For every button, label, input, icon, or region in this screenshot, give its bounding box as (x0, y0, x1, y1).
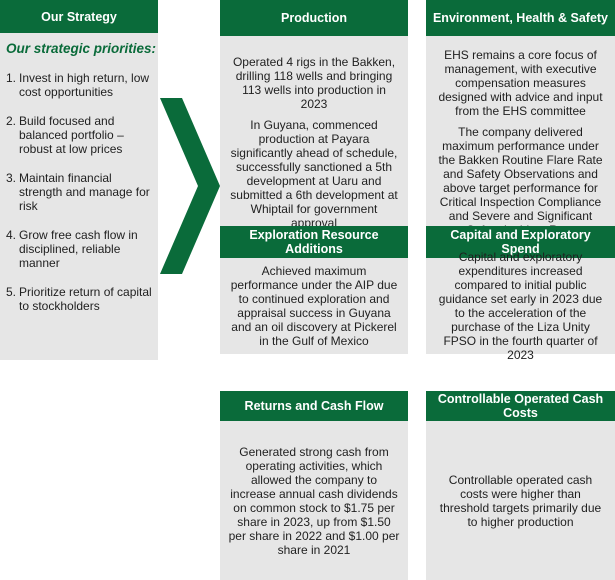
priority-number: 4. (6, 228, 17, 242)
ehs-text-2: The company delivered maximum performanc… (438, 125, 603, 237)
priority-item: 3. Maintain financial strength and manag… (6, 171, 152, 213)
capex-header: Capital and Exploratory Spend (426, 226, 615, 258)
priority-item: 2. Build focused and balanced portfolio … (6, 114, 152, 156)
cash-costs-header: Controllable Operated Cash Costs (426, 391, 615, 421)
returns-body: Generated strong cash from operating act… (220, 421, 408, 580)
exploration-panel: Exploration Resource Additions Achieved … (220, 226, 408, 354)
returns-header: Returns and Cash Flow (220, 391, 408, 421)
strategy-subtitle: Our strategic priorities: (6, 41, 157, 56)
production-panel: Production Operated 4 rigs in the Bakken… (220, 0, 408, 249)
ehs-body: EHS remains a core focus of management, … (426, 36, 615, 249)
priority-text: Prioritize return of capital to stockhol… (19, 285, 152, 313)
priority-item: 5. Prioritize return of capital to stock… (6, 285, 152, 313)
production-text-1: Operated 4 rigs in the Bakken, drilling … (232, 55, 396, 111)
priority-text: Build focused and balanced portfolio – r… (19, 114, 124, 156)
exploration-text: Achieved maximum performance under the A… (230, 264, 398, 348)
ehs-text-1: EHS remains a core focus of management, … (438, 48, 603, 118)
cash-costs-text: Controllable operated cash costs were hi… (439, 472, 602, 529)
returns-panel: Returns and Cash Flow Generated strong c… (220, 391, 408, 580)
priority-number: 2. (6, 114, 17, 128)
cash-costs-panel: Controllable Operated Cash Costs Control… (426, 391, 615, 580)
strategy-header: Our Strategy (0, 0, 158, 33)
production-text-2: In Guyana, commenced production at Payar… (230, 118, 398, 230)
ehs-panel: Environment, Health & Safety EHS remains… (426, 0, 615, 249)
priority-item: 4. Grow free cash flow in disciplined, r… (6, 228, 152, 270)
ehs-header: Environment, Health & Safety (426, 0, 615, 36)
priority-number: 1. (6, 71, 17, 85)
production-body: Operated 4 rigs in the Bakken, drilling … (220, 36, 408, 249)
priorities-list: 1. Invest in high return, low cost oppor… (6, 71, 152, 313)
priority-text: Grow free cash flow in disciplined, reli… (19, 228, 138, 270)
capex-text: Capital and exploratory expenditures inc… (438, 250, 603, 362)
production-header: Production (220, 0, 408, 36)
capex-body: Capital and exploratory expenditures inc… (426, 250, 615, 362)
priority-text: Maintain financial strength and manage f… (19, 171, 150, 213)
strategy-panel: Our Strategy Our strategic priorities: 1… (0, 0, 158, 360)
priority-number: 5. (6, 285, 17, 299)
priority-text: Invest in high return, low cost opportun… (19, 71, 150, 99)
chevron-right-icon (160, 98, 220, 274)
strategy-body: Our strategic priorities: 1. Invest in h… (0, 33, 158, 360)
returns-text: Generated strong cash from operating act… (228, 444, 400, 557)
cash-costs-body: Controllable operated cash costs were hi… (426, 421, 615, 580)
priority-item: 1. Invest in high return, low cost oppor… (6, 71, 152, 99)
exploration-header: Exploration Resource Additions (220, 226, 408, 258)
exploration-body: Achieved maximum performance under the A… (220, 258, 408, 354)
capex-panel: Capital and Exploratory Spend Capital an… (426, 226, 615, 362)
priority-number: 3. (6, 171, 17, 185)
